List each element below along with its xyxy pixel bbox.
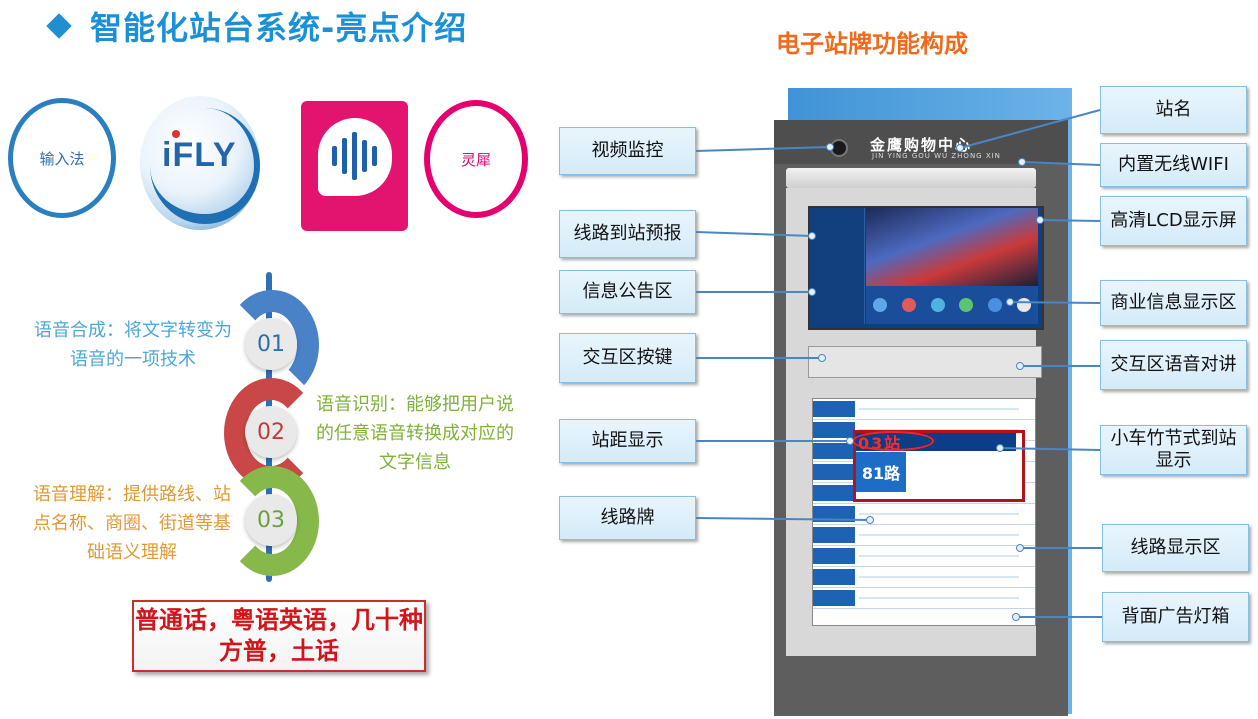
supported-languages-box: 普通话，粤语英语，几十种方普，土话: [132, 600, 426, 672]
business-icon: [873, 298, 888, 312]
leader-endpoint-icon: [1036, 216, 1044, 224]
kiosk-top-cap: [786, 168, 1036, 188]
callout-back-lightbox: 背面广告灯箱: [1102, 592, 1249, 642]
leader-endpoint-icon: [1018, 158, 1026, 166]
step-1-description: 语音合成：将文字转变为语音的一项技术: [34, 320, 232, 370]
kiosk-station-name: 金鹰购物中心: [870, 136, 973, 154]
highlight-oval: [852, 431, 934, 451]
section-subtitle: 电子站牌功能构成: [776, 30, 968, 58]
callout-lcd-screen: 高清LCD显示屏: [1100, 196, 1247, 246]
leader-endpoint-icon: [1016, 362, 1024, 370]
interaction-panel: [808, 346, 1042, 378]
leader-endpoint-icon: [866, 516, 874, 524]
input-method-logo: 输入法: [8, 98, 116, 218]
callout-arrival-forecast: 线路到站预报: [559, 210, 696, 258]
leader-endpoint-icon: [956, 144, 964, 152]
leader-endpoint-icon: [808, 232, 816, 240]
callout-route-display: 线路显示区: [1102, 524, 1249, 572]
lingxi-logo: 灵犀: [424, 100, 528, 218]
diamond-bullet-icon: [46, 13, 72, 39]
supported-languages-text: 普通话，粤语英语，几十种方普，土话: [135, 606, 423, 665]
leader-endpoint-icon: [818, 354, 826, 362]
ifly-logo-text: iFLY: [162, 136, 237, 174]
lcd-ad-image: [866, 208, 1038, 286]
step-number-1: 01: [245, 318, 297, 370]
waveform-bar: [342, 138, 347, 174]
leader-line: [1020, 365, 1100, 367]
callout-route-sign: 线路牌: [559, 496, 696, 540]
callout-bamboo-arrival: 小车竹节式到站显示: [1100, 425, 1247, 475]
callout-business-info: 商业信息显示区: [1100, 280, 1247, 326]
leader-endpoint-icon: [808, 288, 816, 296]
waveform-bar: [372, 146, 377, 166]
business-icon: [1016, 298, 1031, 312]
leader-line: [696, 440, 850, 442]
callout-wifi: 内置无线WIFI: [1100, 143, 1247, 187]
ifly-dot-icon: [172, 130, 180, 138]
step-number-3: 03: [245, 494, 297, 546]
input-method-label: 输入法: [39, 149, 85, 168]
business-icon: [959, 298, 974, 312]
route-row: [813, 525, 1035, 546]
callout-notice-area: 信息公告区: [559, 270, 696, 314]
waveform-bar: [362, 140, 367, 172]
business-icon: [930, 298, 945, 312]
highlighted-route-number: 81路: [856, 452, 906, 492]
lcd-arrival-panel: [810, 208, 865, 324]
leader-endpoint-icon: [826, 143, 834, 151]
route-row: [813, 504, 1035, 525]
page-header: 智能化站台系统-亮点介绍: [46, 6, 468, 47]
callout-station-distance: 站距显示: [559, 419, 696, 463]
business-icon: [987, 298, 1002, 312]
business-icon: [901, 298, 916, 312]
page-title: 智能化站台系统-亮点介绍: [90, 9, 468, 47]
step-3-description: 语音理解：提供路线、站点名称、商圈、街道等基础语义理解: [33, 484, 231, 563]
speech-bubble-icon: [318, 118, 392, 196]
route-row: [813, 567, 1035, 588]
leader-line: [696, 357, 822, 359]
step-number-2: 02: [245, 406, 297, 458]
callout-interaction-buttons: 交互区按键: [559, 333, 696, 383]
route-row: [813, 588, 1035, 609]
callout-station-name: 站名: [1100, 86, 1247, 134]
kiosk-station-pinyin: JIN YING GOU WU ZHONG XIN: [872, 152, 1001, 160]
leader-line: [696, 291, 812, 293]
ifly-swoosh-icon: [150, 108, 260, 224]
step-2-description: 语音识别：能够把用户说的任意语音转换成对应的文字信息: [316, 394, 514, 473]
waveform-bar: [352, 132, 357, 180]
leader-line: [1020, 547, 1102, 549]
waveform-bar: [332, 146, 337, 166]
leader-endpoint-icon: [996, 444, 1004, 452]
callout-voice-intercom: 交互区语音对讲: [1100, 340, 1247, 390]
route-row: [813, 399, 1035, 420]
leader-endpoint-icon: [846, 437, 854, 445]
leader-endpoint-icon: [1016, 544, 1024, 552]
leader-line: [1016, 616, 1102, 618]
leader-endpoint-icon: [1006, 298, 1014, 306]
callout-video-monitoring: 视频监控: [559, 127, 696, 175]
kiosk-header-strip: [774, 120, 1068, 164]
leader-endpoint-icon: [1012, 613, 1020, 621]
lingxi-label: 灵犀: [460, 150, 491, 169]
route-row: [813, 546, 1035, 567]
